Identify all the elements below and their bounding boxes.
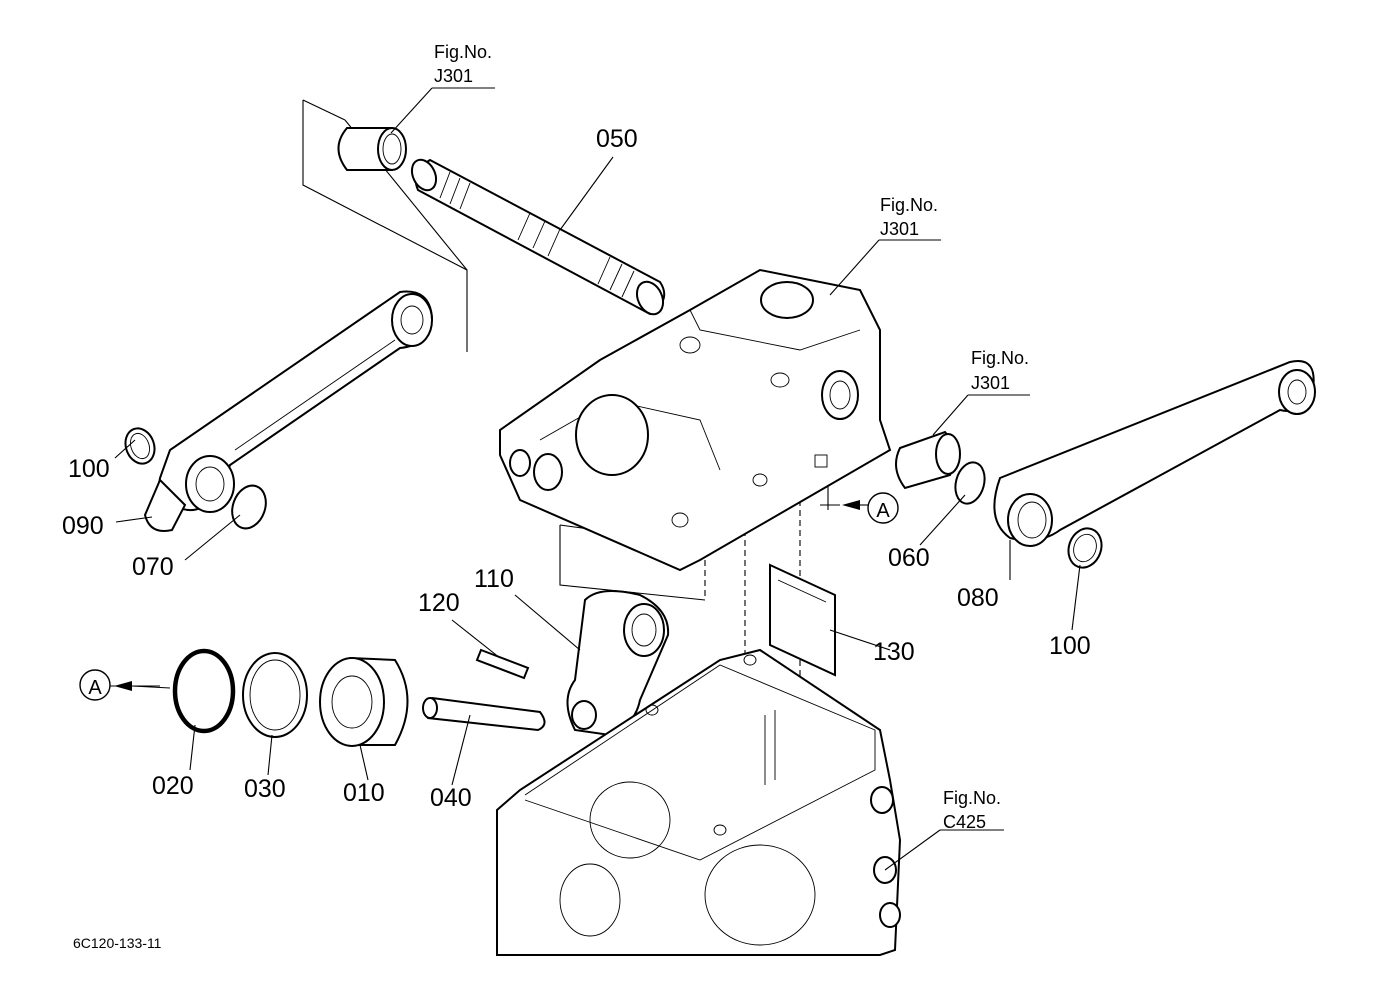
view-arrows <box>114 500 868 691</box>
view-marker-a-right: A <box>867 492 899 524</box>
figure-reference-1: Fig.No. J301 <box>434 42 492 86</box>
part-label-110: 110 <box>474 565 514 593</box>
svg-text:Fig.No.: Fig.No. <box>971 348 1029 368</box>
bushing-right <box>895 430 961 490</box>
svg-text:J301: J301 <box>971 373 1010 393</box>
figure-reference-3: Fig.No. J301 <box>971 348 1029 393</box>
o-ring-060 <box>954 461 986 505</box>
o-ring-070 <box>231 484 267 530</box>
part-label-070: 070 <box>132 553 174 581</box>
svg-text:C425: C425 <box>943 812 986 832</box>
part-label-030: 030 <box>244 775 286 803</box>
rod-040 <box>422 696 546 732</box>
part-label-050: 050 <box>596 125 638 153</box>
part-label-100-right: 100 <box>1049 632 1091 660</box>
part-label-010: 010 <box>343 779 385 807</box>
part-label-120: 120 <box>418 589 460 617</box>
lift-arm-right-080 <box>993 359 1316 547</box>
svg-text:A: A <box>88 677 102 699</box>
leader-lines <box>110 87 1081 871</box>
part-label-020: 020 <box>152 772 194 800</box>
svg-text:J301: J301 <box>434 66 473 86</box>
pin-120 <box>475 648 530 680</box>
lift-arm-110 <box>566 590 670 737</box>
svg-text:Fig.No.: Fig.No. <box>434 42 492 62</box>
bushing-upper <box>337 127 407 171</box>
svg-text:A: A <box>876 500 890 522</box>
svg-text:J301: J301 <box>880 219 919 239</box>
figure-reference-4: Fig.No. C425 <box>943 788 1001 832</box>
lift-shaft-050 <box>410 158 666 316</box>
part-label-090: 090 <box>62 512 104 540</box>
transmission-case <box>496 648 902 956</box>
part-label-080: 080 <box>957 584 999 612</box>
svg-text:Fig.No.: Fig.No. <box>880 195 938 215</box>
snap-ring-left-100 <box>124 427 156 465</box>
part-label-100-left: 100 <box>68 455 110 483</box>
o-ring-020 <box>172 648 236 734</box>
hydraulic-cylinder-case <box>499 268 892 572</box>
backup-ring-030 <box>242 652 308 738</box>
plate-130 <box>769 563 836 677</box>
lift-arm-left-090 <box>143 290 434 532</box>
part-label-060: 060 <box>888 544 930 572</box>
part-label-130: 130 <box>873 638 915 666</box>
piston-010 <box>319 656 409 747</box>
part-label-040: 040 <box>430 784 472 812</box>
snap-ring-right-100 <box>1067 527 1103 569</box>
view-marker-a-left: A <box>79 669 111 701</box>
drawing-code: 6C120-133-11 <box>73 935 162 951</box>
figure-reference-2: Fig.No. J301 <box>880 195 938 239</box>
svg-text:Fig.No.: Fig.No. <box>943 788 1001 808</box>
